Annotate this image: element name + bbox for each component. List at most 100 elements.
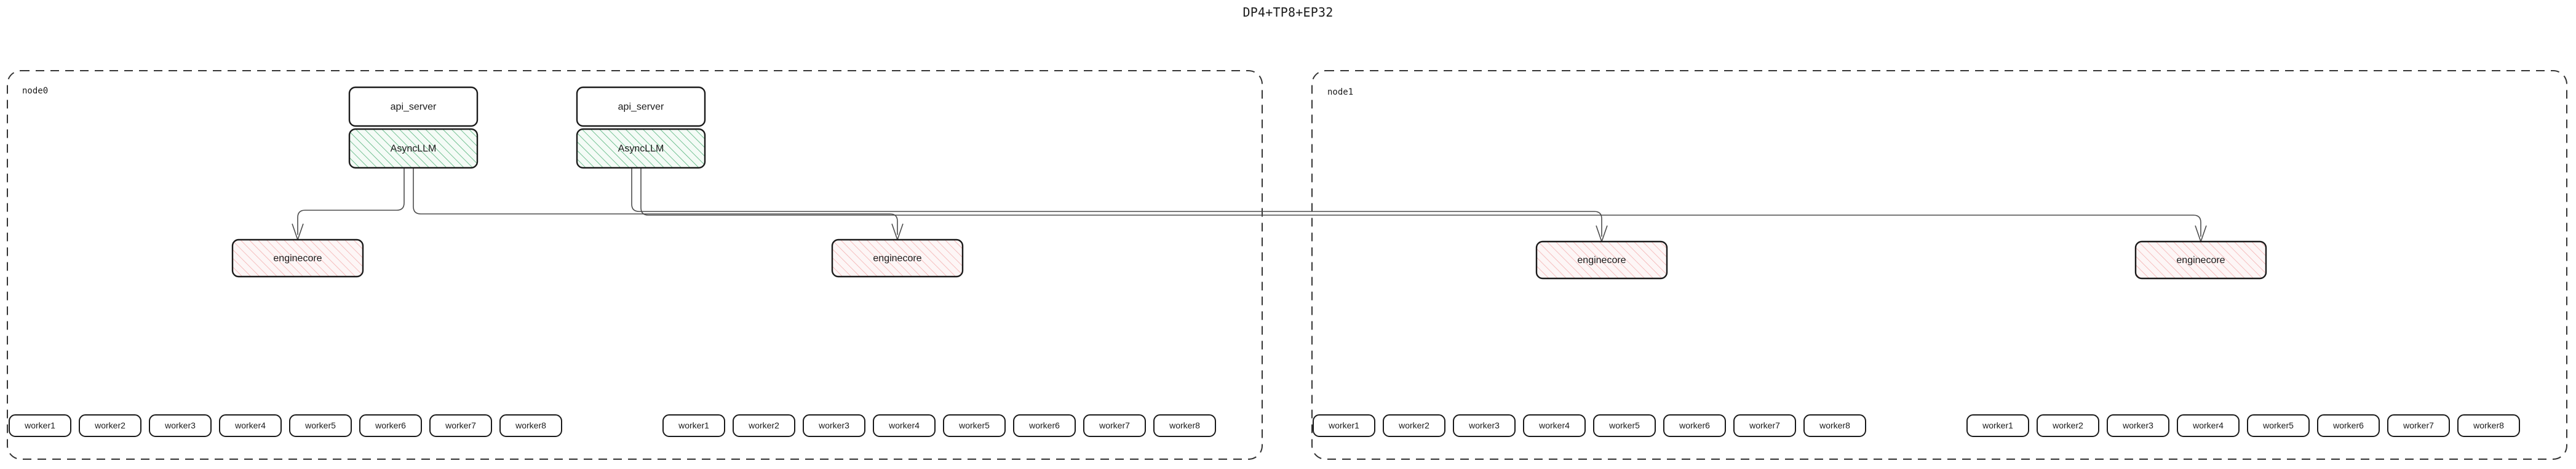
worker-node0-g0-worker1-label: worker1 (24, 420, 55, 430)
cluster-node1 (1311, 70, 2567, 460)
asyncllm-node0-1-rect (576, 128, 706, 169)
worker-node1-g0-worker4-label: worker4 (1538, 420, 1570, 430)
worker-node0-g0-worker1[interactable]: worker1 (9, 414, 71, 437)
worker-node1-g1-worker2-label: worker2 (2052, 420, 2083, 430)
worker-node0-g0-worker4-label: worker4 (234, 420, 266, 430)
api-server-node0-1-label: api_server (618, 102, 664, 112)
worker-node1-g1-worker5[interactable]: worker5 (2247, 414, 2310, 437)
worker-node0-g0-worker6-label: worker6 (375, 420, 406, 430)
worker-node0-g1-worker4-label: worker4 (888, 420, 920, 430)
worker-node1-g0-worker7[interactable]: worker7 (1733, 414, 1796, 437)
worker-node0-g0-worker2-rect (79, 414, 141, 437)
worker-node1-g1-worker1[interactable]: worker1 (1966, 414, 2029, 437)
enginecore-node1-1[interactable]: enginecore (2134, 240, 2267, 280)
api-server-node0-1-rect (576, 86, 706, 127)
asyncllm-node0-0-rect (348, 128, 479, 169)
worker-node1-g0-worker4-rect (1523, 414, 1586, 437)
worker-node1-g0-worker2[interactable]: worker2 (1383, 414, 1445, 437)
worker-node1-g0-worker6-rect (1663, 414, 1726, 437)
worker-node0-g0-worker3-label: worker3 (164, 420, 196, 430)
worker-node0-g0-worker5-label: worker5 (304, 420, 336, 430)
enginecore-node0-1[interactable]: enginecore (831, 238, 964, 278)
worker-node0-g0-worker6-rect (359, 414, 422, 437)
worker-node0-g1-worker7[interactable]: worker7 (1083, 414, 1146, 437)
worker-node0-g1-worker8-label: worker8 (1169, 420, 1200, 430)
worker-node0-g1-worker2-label: worker2 (748, 420, 779, 430)
worker-node0-g0-worker3[interactable]: worker3 (149, 414, 212, 437)
cluster-node0 (7, 70, 1263, 460)
api-server-node0-0[interactable]: api_server (348, 86, 479, 127)
worker-node0-g0-worker5[interactable]: worker5 (289, 414, 352, 437)
worker-node0-g1-worker3[interactable]: worker3 (803, 414, 865, 437)
worker-node0-g1-worker6-label: worker6 (1028, 420, 1060, 430)
enginecore-node0-0[interactable]: enginecore (231, 238, 364, 278)
worker-node1-g0-worker8[interactable]: worker8 (1803, 414, 1866, 437)
worker-node1-g0-worker5-label: worker5 (1608, 420, 1640, 430)
worker-node1-g1-worker8-rect (2457, 414, 2520, 437)
worker-node1-g1-worker3-rect (2107, 414, 2169, 437)
worker-node1-g1-worker4[interactable]: worker4 (2177, 414, 2240, 437)
worker-node1-g0-worker7-label: worker7 (1749, 420, 1780, 430)
worker-node1-g1-worker2[interactable]: worker2 (2037, 414, 2099, 437)
worker-node0-g0-worker7-label: worker7 (445, 420, 476, 430)
worker-node0-g0-worker4[interactable]: worker4 (219, 414, 282, 437)
worker-node1-g0-worker4[interactable]: worker4 (1523, 414, 1586, 437)
worker-node0-g1-worker2[interactable]: worker2 (733, 414, 795, 437)
worker-node1-g0-worker3[interactable]: worker3 (1453, 414, 1516, 437)
asyncllm-node0-0[interactable]: AsyncLLM (348, 128, 479, 169)
worker-node0-g1-worker4-rect (873, 414, 936, 437)
worker-node0-g1-worker1-rect (662, 414, 725, 437)
worker-node1-g1-worker2-rect (2037, 414, 2099, 437)
worker-node0-g1-worker3-label: worker3 (818, 420, 849, 430)
worker-node1-g0-worker7-rect (1733, 414, 1796, 437)
enginecore-node0-1-rect (831, 238, 964, 278)
worker-node1-g1-worker8[interactable]: worker8 (2457, 414, 2520, 437)
api-server-node0-1[interactable]: api_server (576, 86, 706, 127)
asyncllm-node0-1-label: AsyncLLM (618, 144, 664, 154)
worker-node0-g0-worker8[interactable]: worker8 (499, 414, 562, 437)
api-server-node0-0-label: api_server (391, 102, 437, 112)
worker-node0-g1-worker7-rect (1083, 414, 1146, 437)
enginecore-node1-0-rect (1535, 240, 1668, 280)
worker-node1-g0-worker8-label: worker8 (1819, 420, 1850, 430)
cluster-label-node1: node1 (1327, 87, 1354, 97)
worker-node0-g1-worker6[interactable]: worker6 (1013, 414, 1076, 437)
worker-node0-g0-worker6[interactable]: worker6 (359, 414, 422, 437)
edge-asyncllm-0-to-enginecore-node0-0 (297, 168, 405, 235)
worker-node0-g0-worker1-rect (9, 414, 71, 437)
worker-node1-g0-worker5[interactable]: worker5 (1593, 414, 1656, 437)
worker-node0-g1-worker2-rect (733, 414, 795, 437)
worker-node1-g1-worker6-rect (2317, 414, 2380, 437)
asyncllm-node0-1[interactable]: AsyncLLM (576, 128, 706, 169)
worker-node0-g0-worker8-rect (499, 414, 562, 437)
worker-node1-g0-worker6[interactable]: worker6 (1663, 414, 1726, 437)
worker-node0-g0-worker2[interactable]: worker2 (79, 414, 141, 437)
worker-node1-g1-worker7-label: worker7 (2403, 420, 2434, 430)
worker-node0-g1-worker1[interactable]: worker1 (662, 414, 725, 437)
edge-asyncllm-0-to-enginecore-node0-1 (413, 168, 898, 235)
worker-node1-g1-worker6[interactable]: worker6 (2317, 414, 2380, 437)
cluster-label-node0: node0 (22, 86, 49, 96)
worker-node0-g1-worker5[interactable]: worker5 (943, 414, 1006, 437)
worker-node0-g1-worker5-label: worker5 (958, 420, 990, 430)
worker-node1-g1-worker1-label: worker1 (1982, 420, 2013, 430)
worker-node1-g1-worker5-label: worker5 (2262, 420, 2294, 430)
worker-node0-g1-worker4[interactable]: worker4 (873, 414, 936, 437)
worker-node0-g0-worker8-label: worker8 (515, 420, 546, 430)
worker-node0-g0-worker3-rect (149, 414, 212, 437)
enginecore-node1-0[interactable]: enginecore (1535, 240, 1668, 280)
worker-node1-g1-worker4-label: worker4 (2192, 420, 2224, 430)
worker-node0-g0-worker7[interactable]: worker7 (429, 414, 492, 437)
enginecore-node0-1-label: enginecore (873, 253, 921, 264)
worker-node0-g1-worker5-rect (943, 414, 1006, 437)
enginecore-node1-1-rect (2134, 240, 2267, 280)
worker-node1-g0-worker1[interactable]: worker1 (1313, 414, 1375, 437)
worker-node1-g1-worker7-rect (2387, 414, 2450, 437)
worker-node1-g1-worker3-label: worker3 (2122, 420, 2153, 430)
worker-node0-g1-worker8[interactable]: worker8 (1153, 414, 1216, 437)
edge-asyncllm-1-to-enginecore-node1-0 (631, 168, 1602, 237)
worker-node1-g1-worker7[interactable]: worker7 (2387, 414, 2450, 437)
worker-node1-g1-worker3[interactable]: worker3 (2107, 414, 2169, 437)
